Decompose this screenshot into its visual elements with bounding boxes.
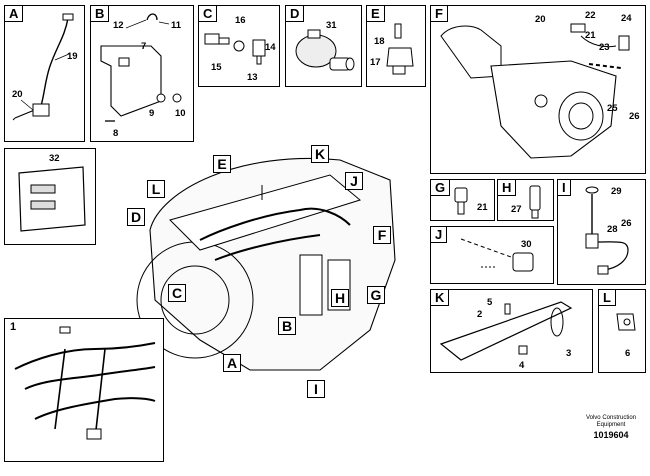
timing-cover-drawing [440, 23, 630, 159]
part-number: 20 [12, 89, 23, 100]
panel-d-label: D [286, 6, 305, 22]
engine-callout-e: E [213, 155, 231, 173]
part-number: 27 [511, 204, 522, 215]
part-number: 21 [477, 202, 488, 213]
part-number: 18 [374, 36, 385, 47]
part-number: 23 [599, 42, 610, 53]
drawing-number: 1019604 [593, 430, 629, 440]
engine-callout-h: H [331, 289, 349, 307]
part-number: 6 [625, 348, 631, 359]
panel-b-label: B [91, 6, 110, 22]
ecu-drawing [18, 166, 86, 232]
part-number: 11 [171, 20, 182, 31]
panel-j: J 30 [430, 226, 554, 284]
part-number: 22 [585, 10, 596, 21]
part-number: 9 [149, 108, 155, 119]
panel-d: D 31 [285, 5, 362, 87]
solenoid-drawing [295, 29, 355, 71]
sensor-bracket-drawing [386, 23, 414, 75]
bracket-drawing [100, 13, 182, 122]
part-number: 25 [607, 103, 618, 114]
engine-callout-c: C [168, 284, 186, 302]
part-number: 3 [566, 348, 572, 359]
temperature-sensor-drawing [585, 186, 629, 275]
panel-l-label: L [599, 290, 616, 306]
panel-f-label: F [431, 6, 448, 22]
part-number: 29 [611, 186, 622, 197]
engine-callout-d: D [127, 208, 145, 226]
engine-callout-l: L [147, 180, 165, 198]
panel-i: I 29 28 26 [557, 179, 646, 285]
part-number: 20 [535, 14, 546, 25]
engine-callout-f: F [373, 226, 391, 244]
panel-a-label: A [5, 6, 24, 22]
part-number: 26 [621, 218, 632, 229]
panel-harness-label: 1 [5, 319, 22, 336]
panel-ecu: 32 [4, 148, 96, 245]
panel-i-label: I [558, 180, 571, 196]
panel-l: L 6 [598, 289, 646, 373]
part-number: 16 [235, 15, 246, 26]
engine-callout-i: I [307, 380, 325, 398]
brand-line-1: Volvo Construction [585, 415, 636, 421]
panel-g: G 21 [430, 179, 495, 221]
panel-a: A 19 20 [4, 5, 85, 142]
part-number: 19 [67, 51, 78, 62]
panel-c: C 16 15 13 14 [198, 5, 280, 87]
cable-clamp-drawing [616, 313, 636, 331]
part-number: 24 [621, 13, 632, 24]
part-number: 8 [113, 128, 119, 139]
panel-e-label: E [367, 6, 385, 22]
wiring-harness-drawing [14, 326, 156, 440]
pressure-sensor-drawing [204, 33, 266, 65]
brand-line-2: Equipment [596, 422, 626, 428]
part-number: 21 [585, 30, 596, 41]
part-number: 15 [211, 62, 222, 73]
part-number: 4 [519, 360, 525, 371]
part-number: 26 [629, 111, 640, 122]
panel-h: H 27 [497, 179, 554, 221]
panel-e: E 18 17 [366, 5, 426, 87]
part-number: 31 [326, 20, 337, 31]
panel-harness: 1 [4, 318, 164, 462]
panel-k-label: K [431, 290, 450, 306]
engine-callout-j: J [345, 172, 363, 190]
panel-k: K 5 2 3 4 [430, 289, 593, 373]
part-number: 7 [141, 41, 147, 52]
part-number: 32 [49, 153, 60, 164]
engine-callout-a: A [223, 354, 241, 372]
part-number: 17 [370, 57, 381, 68]
part-number: 10 [175, 108, 186, 119]
panel-c-label: C [199, 6, 218, 22]
part-number: 13 [247, 72, 258, 83]
part-number: 2 [477, 309, 483, 320]
panel-g-label: G [431, 180, 451, 196]
part-number: 5 [487, 297, 493, 308]
part-number: 12 [113, 20, 124, 31]
sensor-drawing [454, 187, 468, 215]
panel-h-label: H [498, 180, 517, 196]
title-block: Volvo Construction Equipment 1019604 [586, 415, 636, 440]
cable-guide-drawing [439, 301, 573, 361]
connector-drawing [460, 238, 534, 272]
engine-callout-b: B [278, 317, 296, 335]
engine-callout-k: K [311, 145, 329, 163]
panel-j-label: J [431, 227, 448, 243]
part-number: 28 [607, 224, 618, 235]
panel-f: F 20 22 24 21 23 25 26 [430, 5, 646, 174]
sensor-cable-drawing [12, 13, 74, 121]
part-number: 14 [265, 42, 276, 53]
panel-b: B 12 11 7 8 9 10 [90, 5, 194, 142]
sensor-drawing [529, 185, 541, 219]
engine-callout-g: G [367, 286, 385, 304]
part-number: 30 [521, 239, 532, 250]
